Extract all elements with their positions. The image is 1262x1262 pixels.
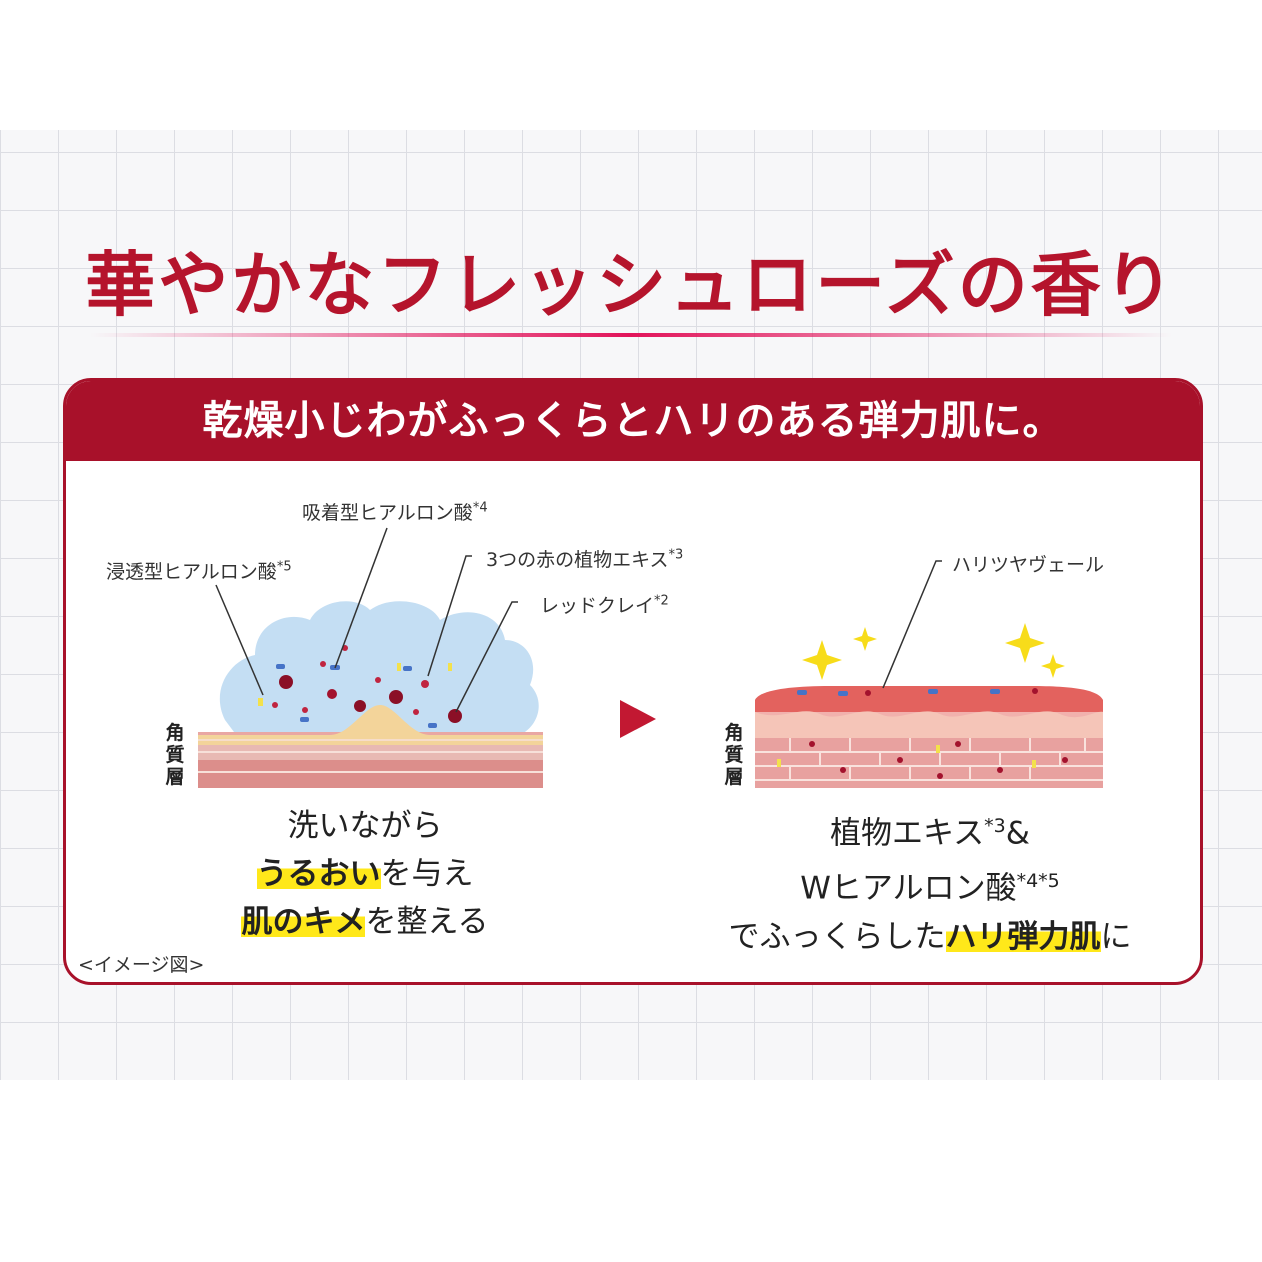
caption-note: *3	[984, 815, 1006, 837]
skin-layers-left	[198, 705, 543, 788]
highlight-uruoi: うるおい	[256, 856, 381, 892]
caption-left-line1: 洗いながら	[287, 808, 443, 844]
layer-char: 質	[724, 744, 744, 766]
sparkle-icon	[802, 623, 1065, 680]
label-adsorb-note: *4	[472, 500, 488, 516]
label-three-red-extracts: 3つの赤の植物エキス*3	[486, 545, 683, 572]
layer-char: 層	[724, 766, 744, 788]
foam-particles	[258, 645, 462, 728]
layer-char: 角	[165, 722, 185, 744]
layer-label-left: 角 質 層	[163, 722, 187, 788]
caption-left: 洗いながら うるおいを与え 肌のキメを整える	[200, 802, 530, 946]
label-penetrate-hyaluronic: 浸透型ヒアルロン酸*5	[106, 557, 292, 584]
label-hari-veil: ハリツヤヴェール	[952, 554, 1105, 576]
page-headline: 華やかなフレッシュローズの香り	[85, 243, 1177, 326]
caption-right-line2: Wヒアルロン酸*4*5	[720, 857, 1140, 912]
highlight-hari-skin: ハリ弾力肌	[945, 918, 1101, 955]
skin-layers-right	[755, 686, 1103, 788]
layer-char: 質	[165, 744, 185, 766]
caption-text: を整える	[365, 904, 489, 940]
label-penetrate-text: 浸透型ヒアルロン酸	[106, 561, 277, 583]
label-adsorb-hyaluronic: 吸着型ヒアルロン酸*4	[302, 498, 488, 525]
caption-text: Wヒアルロン酸	[800, 870, 1017, 907]
highlight-kime: 肌のキメ	[241, 904, 366, 940]
headline-underline	[90, 333, 1172, 337]
card-title: 乾燥小じわがふっくらとハリのある弾力肌に。	[202, 397, 1064, 444]
layer-char: 層	[165, 766, 185, 788]
caption-text: 植物エキス	[830, 815, 985, 852]
caption-right-line3: でふっくらしたハリ弾力肌に	[720, 913, 1140, 961]
label-red-clay: レッドクレイ*2	[540, 591, 669, 618]
label-adsorb-text: 吸着型ヒアルロン酸	[302, 502, 473, 524]
arrow-right-icon	[620, 700, 656, 738]
caption-left-line2: うるおいを与え	[200, 850, 530, 898]
caption-note: *4*5	[1016, 870, 1060, 893]
layer-label-right: 角 質 層	[722, 722, 746, 788]
caption-text: に	[1100, 918, 1132, 955]
image-note: <イメージ図>	[78, 954, 205, 976]
leader-lines-left	[215, 527, 518, 713]
caption-right-line1: 植物エキス*3&	[720, 802, 1140, 857]
label-red-clay-note: *2	[654, 593, 669, 609]
leader-line-right	[882, 560, 942, 689]
caption-left-line3: 肌のキメを整える	[200, 898, 530, 946]
label-penetrate-note: *5	[276, 559, 292, 575]
card-header	[66, 381, 1200, 461]
label-three-red-text: 3つの赤の植物エキス	[486, 549, 669, 571]
label-red-clay-text: レッドクレイ	[540, 595, 655, 617]
layer-char: 角	[724, 722, 744, 744]
caption-text: でふっくらした	[728, 918, 946, 955]
caption-right: 植物エキス*3& Wヒアルロン酸*4*5 でふっくらしたハリ弾力肌に	[720, 802, 1140, 961]
caption-text: を与え	[380, 856, 474, 892]
label-three-red-note: *3	[668, 547, 684, 563]
caption-text: &	[1005, 815, 1030, 852]
